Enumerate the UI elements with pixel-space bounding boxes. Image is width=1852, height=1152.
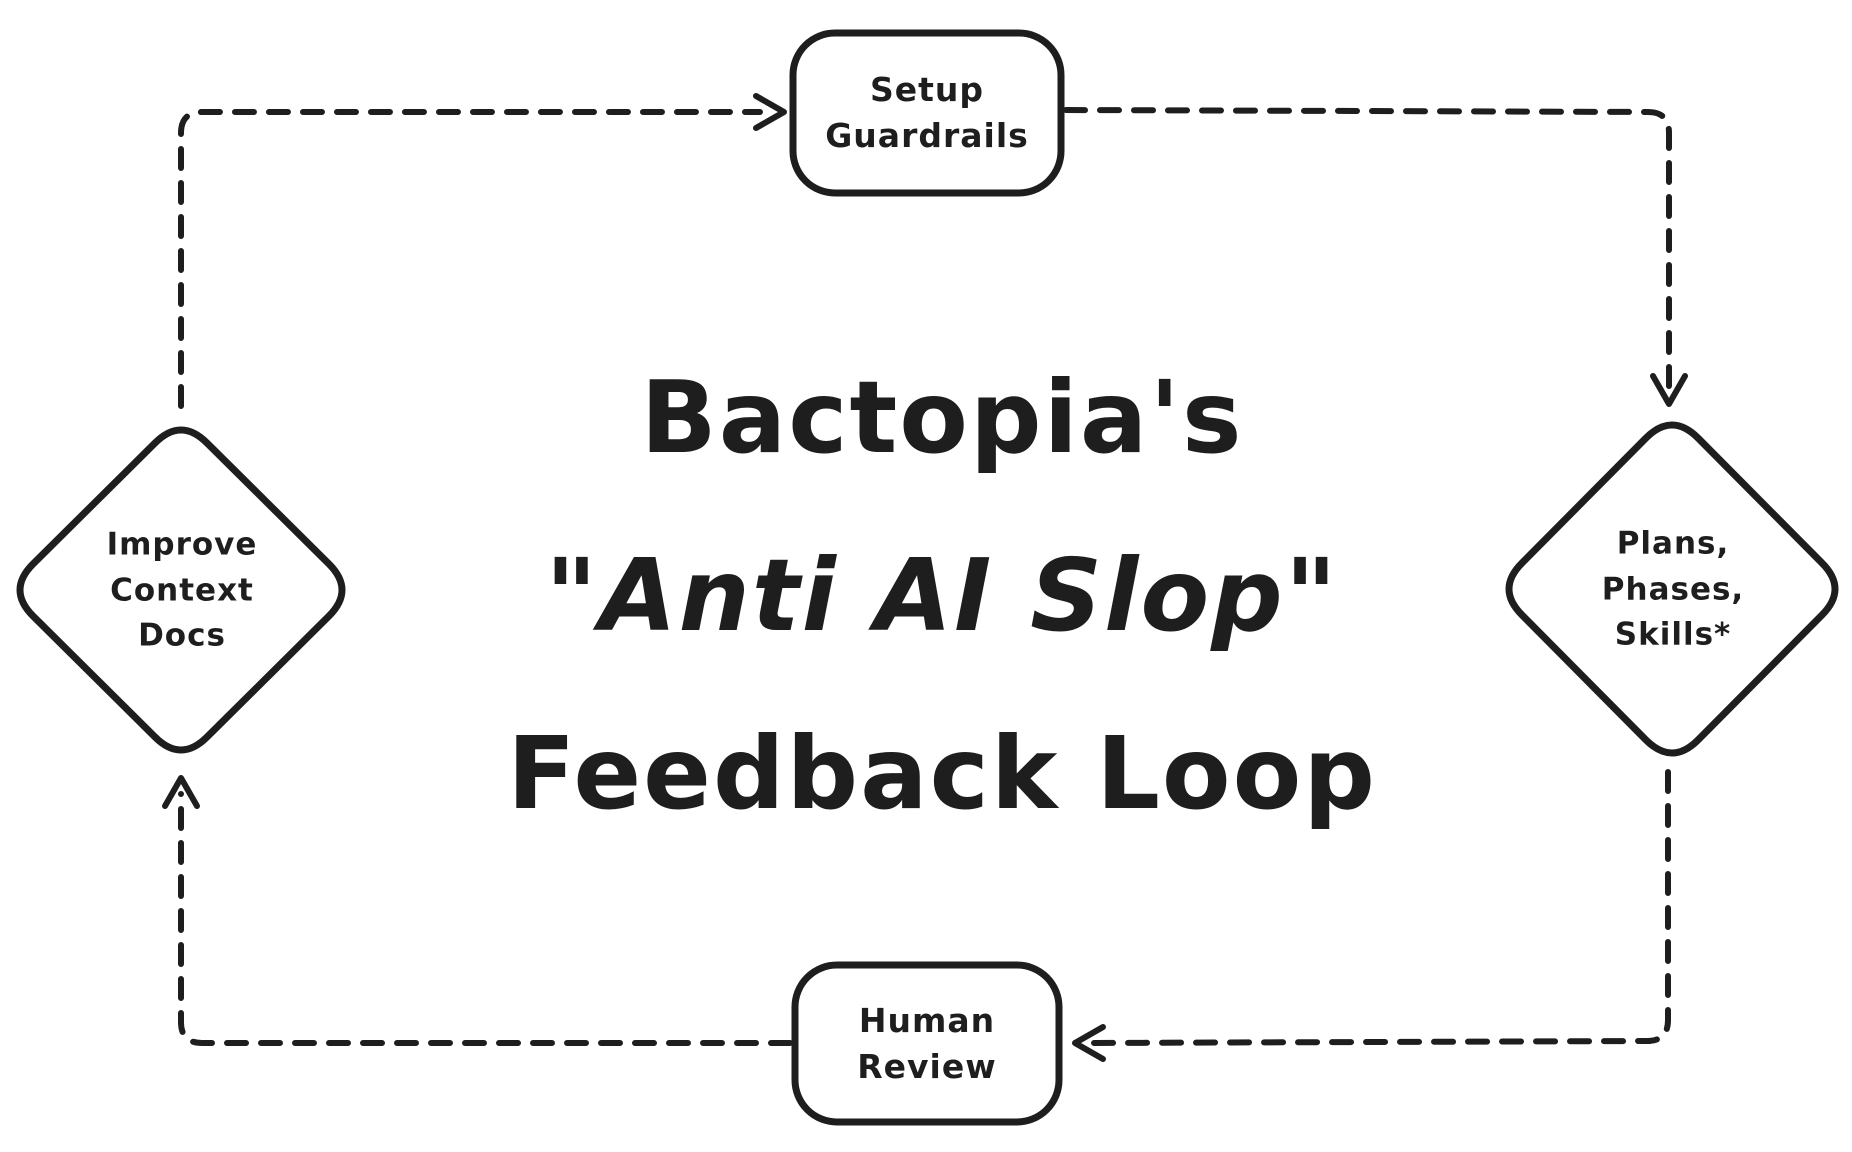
arrowhead-down-icon (1650, 373, 1688, 407)
node-label-human-review: Human Review (857, 998, 996, 1090)
setup-guardrails-line-1: Setup (869, 69, 985, 109)
setup-guardrails-box (789, 29, 1065, 197)
human-review-line-1: Human (858, 1000, 996, 1040)
connector-plans-to-human (1072, 769, 1671, 1062)
connector-setup-to-plans (1063, 107, 1688, 407)
connector-improve-to-setup (178, 93, 787, 409)
setup-guardrails-line-2: Guardrails (825, 116, 1029, 155)
improve-context-docs-line-3: Docs (138, 617, 226, 654)
improve-context-docs-diamond (16, 426, 346, 754)
human-review-box (791, 961, 1063, 1126)
plans-phases-skills-line-3: Skills* (1614, 616, 1732, 653)
human-review-line-2: Review (857, 1047, 997, 1086)
arrowhead-up-icon (162, 775, 200, 809)
title-line-1: Bactopia's (640, 359, 1244, 476)
plans-phases-skills-line-1: Plans, (1616, 525, 1730, 562)
improve-context-docs-line-1: Improve (106, 526, 258, 563)
arrowhead-right-icon (753, 93, 787, 131)
plans-phases-skills-diamond (1505, 421, 1839, 757)
node-label-plans-phases-skills: Plans, Phases, Skills* (1602, 522, 1744, 659)
arrowhead-left-icon (1072, 1024, 1106, 1062)
diagram-title: Bactopia's "Anti AI Slop" Feedback Loop (507, 329, 1377, 863)
improve-context-docs-line-2: Context (110, 572, 254, 609)
connector-human-to-improve (162, 775, 793, 1046)
node-label-setup-guardrails: Setup Guardrails (825, 67, 1029, 159)
title-line-3: Feedback Loop (507, 715, 1377, 832)
node-label-improve-context-docs: Improve Context Docs (107, 523, 258, 660)
plans-phases-skills-line-2: Phases, (1601, 571, 1745, 608)
title-line-2: "Anti AI Slop" (545, 537, 1339, 654)
